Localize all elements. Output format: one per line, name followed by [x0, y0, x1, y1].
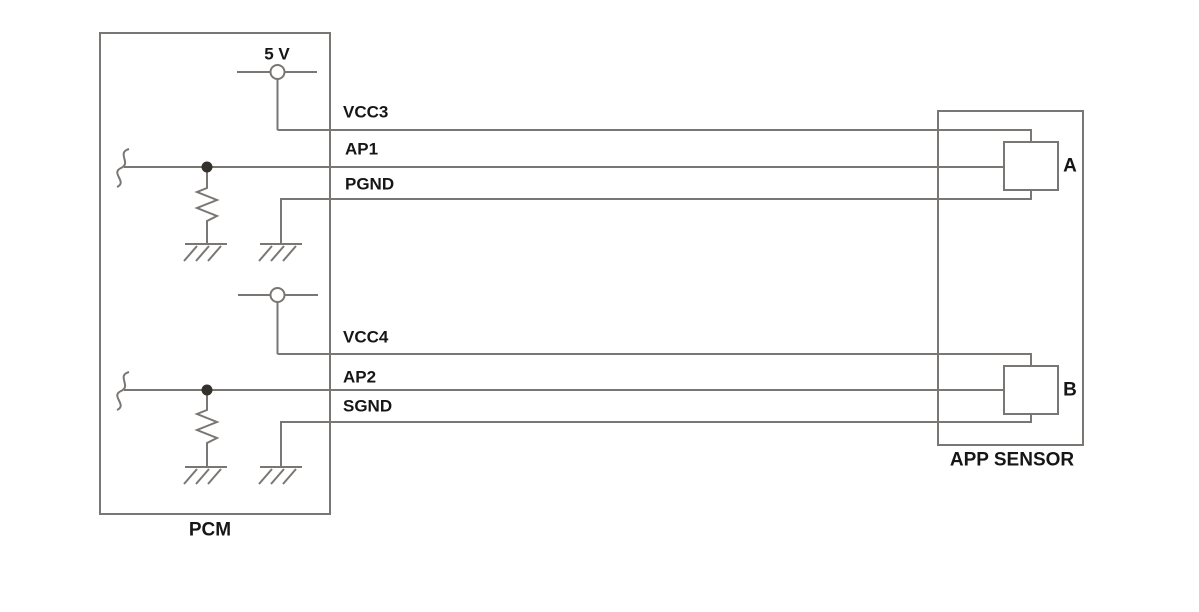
- ground-icon-4: [258, 466, 302, 485]
- ground-icon-1: [183, 243, 227, 262]
- wire-vcc4: [277, 353, 1032, 366]
- terminal-a-label: A: [1063, 155, 1077, 177]
- wire-label-ap2: AP2: [343, 367, 377, 387]
- ground-icon-3: [183, 466, 227, 485]
- wire-label-vcc3: VCC3: [343, 102, 389, 122]
- wire-label-sgnd: SGND: [343, 396, 393, 416]
- wire-break-icon-ap2: [116, 371, 130, 411]
- app-sensor-box: [937, 110, 1084, 446]
- supply-terminal-2-icon: [238, 287, 318, 354]
- wire-break-icon-ap1: [116, 148, 130, 188]
- wire-pgnd: [280, 190, 1032, 244]
- pcm-box: [99, 32, 331, 515]
- supply-voltage-label: 5 V: [264, 44, 290, 64]
- terminal-b-box: [1003, 365, 1059, 415]
- wire-vcc3: [277, 129, 1032, 142]
- resistor-icon-2: [194, 390, 220, 467]
- ground-icon-2: [258, 243, 302, 262]
- junction-dot-2: [201, 384, 213, 396]
- supply-terminal-1-icon: [237, 64, 317, 130]
- wire-label-vcc4: VCC4: [343, 327, 389, 347]
- resistor-icon-1: [194, 167, 220, 244]
- terminal-b-label: B: [1063, 379, 1077, 401]
- junction-dot-1: [201, 161, 213, 173]
- pcm-label: PCM: [188, 519, 232, 541]
- wire-label-pgnd: PGND: [345, 174, 395, 194]
- app-sensor-label: APP SENSOR: [949, 449, 1075, 471]
- wire-label-ap1: AP1: [345, 139, 379, 159]
- wire-sgnd: [280, 414, 1032, 467]
- terminal-a-box: [1003, 141, 1059, 191]
